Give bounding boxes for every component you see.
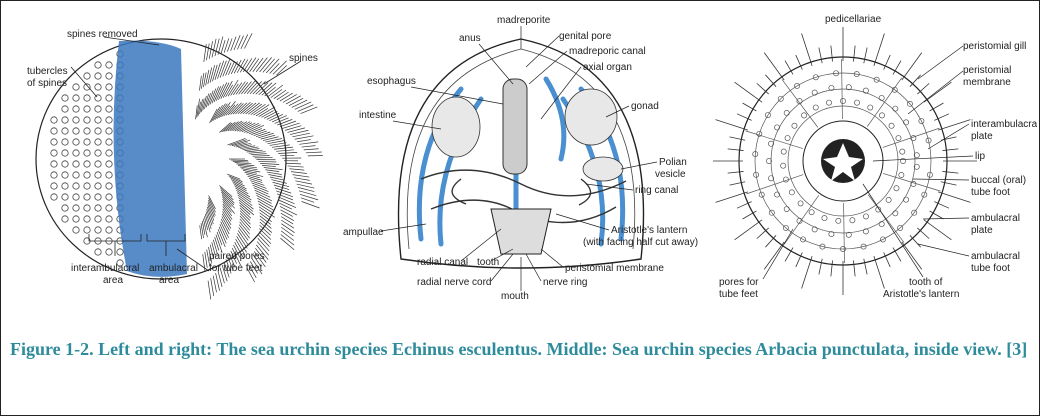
label-madreporic-canal: madreporic canal bbox=[569, 46, 646, 57]
label-tooth: tooth bbox=[477, 257, 499, 268]
label-ambulacral: ambulacral bbox=[149, 263, 198, 274]
label-tooth-of: tooth of bbox=[909, 277, 943, 288]
label-ring-canal: ring canal bbox=[635, 185, 678, 196]
label-pores-for: pores for bbox=[719, 277, 759, 288]
label-amb-tube-foot: tube foot bbox=[971, 263, 1010, 274]
label-buccal-tube-foot: tube foot bbox=[971, 187, 1010, 198]
label-spines-removed: spines removed bbox=[67, 29, 138, 40]
label-interambulacral-plate: interambulacral bbox=[971, 119, 1037, 130]
label-radial-nerve-cord: radial nerve cord bbox=[417, 277, 491, 288]
label-peristomial-gill: peristomial gill bbox=[963, 41, 1026, 52]
label-ambulacral-tube: ambulacral bbox=[971, 251, 1020, 262]
label-interambulacral: interambulacral bbox=[71, 263, 139, 274]
figure-caption: Figure 1-2. Left and right: The sea urch… bbox=[10, 337, 1034, 361]
label-esophagus: esophagus bbox=[367, 76, 416, 87]
label-membrane: membrane bbox=[963, 77, 1011, 88]
label-peristomial: peristomial bbox=[963, 65, 1011, 76]
echinus-external-illustration: spines removed spines tubercles of spine… bbox=[9, 9, 339, 309]
label-peristomial-membrane: peristomial membrane bbox=[565, 263, 664, 274]
arbacia-inside-view-illustration: madreporite anus genital pore madreporic… bbox=[341, 9, 711, 319]
label-madreporite: madreporite bbox=[497, 15, 551, 26]
label-lip: lip bbox=[975, 151, 985, 162]
label-anus: anus bbox=[459, 33, 481, 44]
label-aristotles-lantern: Aristotle's lantern bbox=[611, 225, 687, 236]
label-buccal: buccal (oral) bbox=[971, 175, 1026, 186]
echinus-oral-view-illustration: pedicellariae peristomial gill peristomi… bbox=[713, 9, 1037, 311]
label-gonad: gonad bbox=[631, 101, 659, 112]
label-for-tube-feet: for tube feet bbox=[209, 263, 263, 274]
label-intestine: intestine bbox=[359, 110, 397, 121]
label-pedicellariae: pedicellariae bbox=[825, 14, 882, 25]
label-facing-half: (with facing half cut away) bbox=[583, 237, 698, 248]
label-inter-area: area bbox=[103, 275, 123, 286]
label-pores-tube-feet: tube feet bbox=[719, 289, 758, 300]
label-mouth: mouth bbox=[501, 291, 529, 302]
label-polian: Polian bbox=[659, 157, 687, 168]
label-inter-plate: plate bbox=[971, 131, 993, 142]
label-vesicle: vesicle bbox=[655, 169, 686, 180]
label-amb-area: area bbox=[159, 275, 179, 286]
label-ampullae: ampullae bbox=[343, 227, 384, 238]
label-tubercles: tubercles bbox=[27, 66, 68, 77]
label-aristotles-lantern-r: Aristotle's lantern bbox=[883, 289, 959, 300]
label-paired-pores: paired pores bbox=[209, 251, 265, 262]
label-genital-pore: genital pore bbox=[559, 31, 612, 42]
label-nerve-ring: nerve ring bbox=[543, 277, 587, 288]
label-radial-canal: radial canal bbox=[417, 257, 468, 268]
label-axial-organ: axial organ bbox=[583, 62, 632, 73]
label-amb-plate: plate bbox=[971, 225, 993, 236]
label-spines: spines bbox=[289, 53, 318, 64]
label-ambulacral-plate: ambulacral bbox=[971, 213, 1020, 224]
label-of-spines: of spines bbox=[27, 78, 67, 89]
